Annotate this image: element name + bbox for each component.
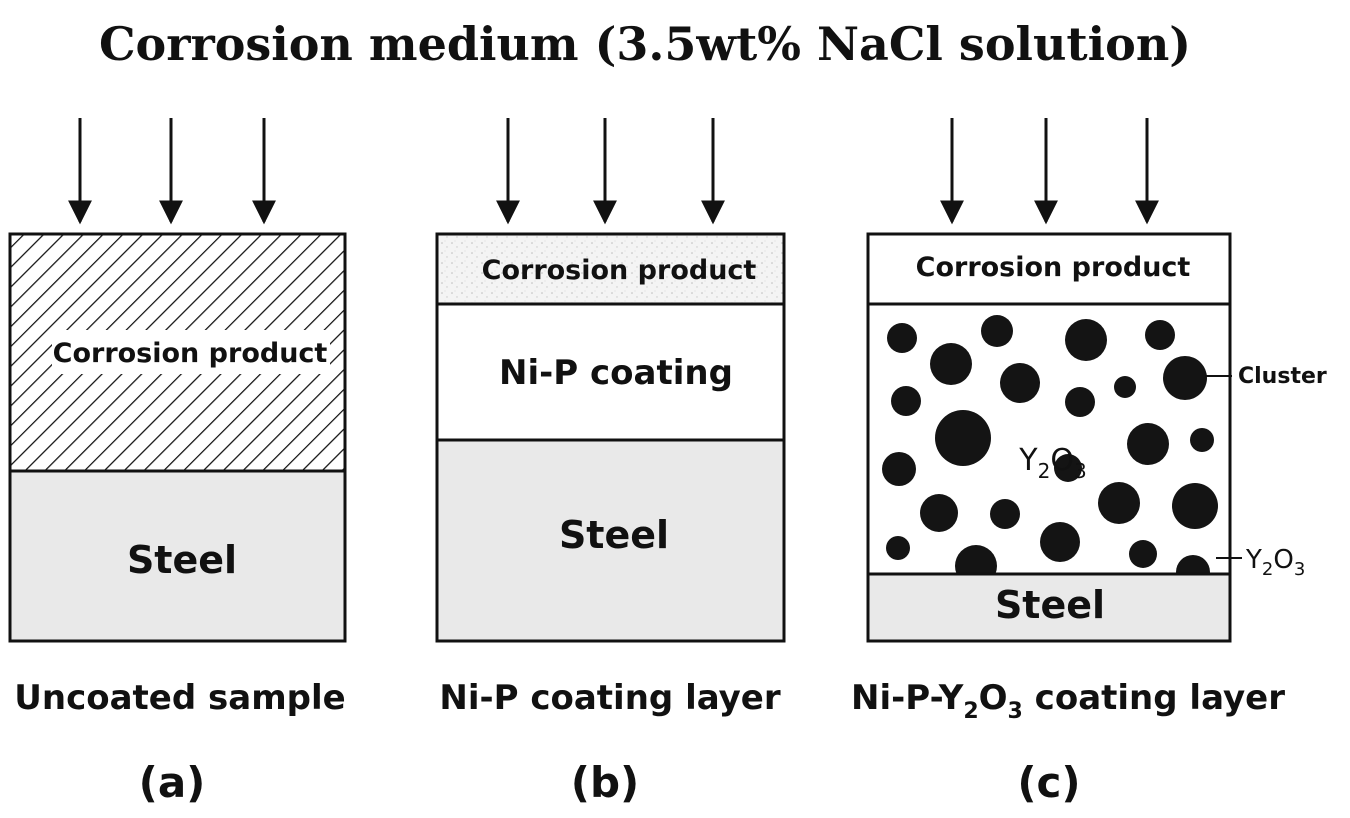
corrosion-product-label: Corrosion product: [916, 252, 1191, 283]
y2o3-particle-cluster: [1163, 356, 1207, 400]
y2o3-particle: [887, 323, 917, 353]
corrosion-medium-arrows-a: [68, 118, 276, 225]
y2o3-particle: [886, 536, 910, 560]
panel-a: Corrosion product Steel Uncoated sample …: [8, 118, 347, 807]
y2o3-particle: [1129, 540, 1157, 568]
steel-substrate: [10, 471, 345, 641]
y2o3-particle: [1098, 482, 1140, 524]
label-background: [52, 330, 330, 374]
y2o3-particle: [981, 315, 1013, 347]
y2o3-particle: [891, 386, 921, 416]
y2o3-particle: [1190, 428, 1214, 452]
steel-label: Steel: [127, 538, 237, 582]
y2o3-callout-label: Y2O3: [1245, 545, 1305, 580]
y2o3-particle: [1000, 363, 1040, 403]
y2o3-particle: [1114, 376, 1136, 398]
panel-letter-c: (c): [1017, 758, 1080, 807]
y2o3-particle: [882, 452, 916, 486]
panel-b: Corrosion product Ni-P coating Steel Ni-…: [435, 118, 786, 807]
y2o3-particle: [1065, 387, 1095, 417]
y2o3-particle: [1040, 522, 1080, 562]
panel-letter-a: (a): [139, 758, 206, 807]
caption-ni-p-coating: Ni-P coating layer: [439, 678, 780, 718]
steel-substrate: [868, 574, 1230, 641]
y2o3-particle: [990, 499, 1020, 529]
y2o3-particle: [930, 343, 972, 385]
steel-label: Steel: [559, 513, 669, 557]
steel-substrate: [437, 440, 784, 641]
diagram-title: Corrosion medium (3.5wt% NaCl solution): [99, 17, 1191, 71]
y2o3-particle: [1172, 483, 1218, 529]
corrosion-product-layer: [868, 234, 1230, 304]
y2o3-particle: [1065, 319, 1107, 361]
y2o3-particle: [920, 494, 958, 532]
corrosion-medium-arrows-b: [496, 118, 725, 225]
corrosion-medium-arrows-c: [940, 118, 1159, 225]
corrosion-product-label: Corrosion product: [482, 255, 757, 286]
sample-outline: [8, 232, 347, 643]
cluster-callout-label: Cluster: [1238, 364, 1327, 389]
sample-outline: [866, 232, 1232, 643]
y2o3-particle: [1054, 454, 1082, 482]
caption-ni-p-y2o3-coating: Ni-P-Y2O3 coating layer: [851, 678, 1285, 724]
caption-uncoated-sample: Uncoated sample: [14, 678, 345, 718]
y2o3-particle: [1127, 423, 1169, 465]
y2o3-particle: [1145, 320, 1175, 350]
steel-label: Steel: [995, 583, 1105, 627]
panel-letter-b: (b): [571, 758, 639, 807]
corrosion-product-layer: [437, 234, 784, 304]
panel-c: Corrosion product: [851, 118, 1327, 807]
ni-p-coating-layer: [437, 304, 784, 440]
corrosion-product-label: Corrosion product: [53, 338, 328, 369]
y2o3-particle: [935, 410, 991, 466]
sample-outline: [435, 232, 786, 643]
ni-p-coating-label: Ni-P coating: [499, 353, 733, 393]
